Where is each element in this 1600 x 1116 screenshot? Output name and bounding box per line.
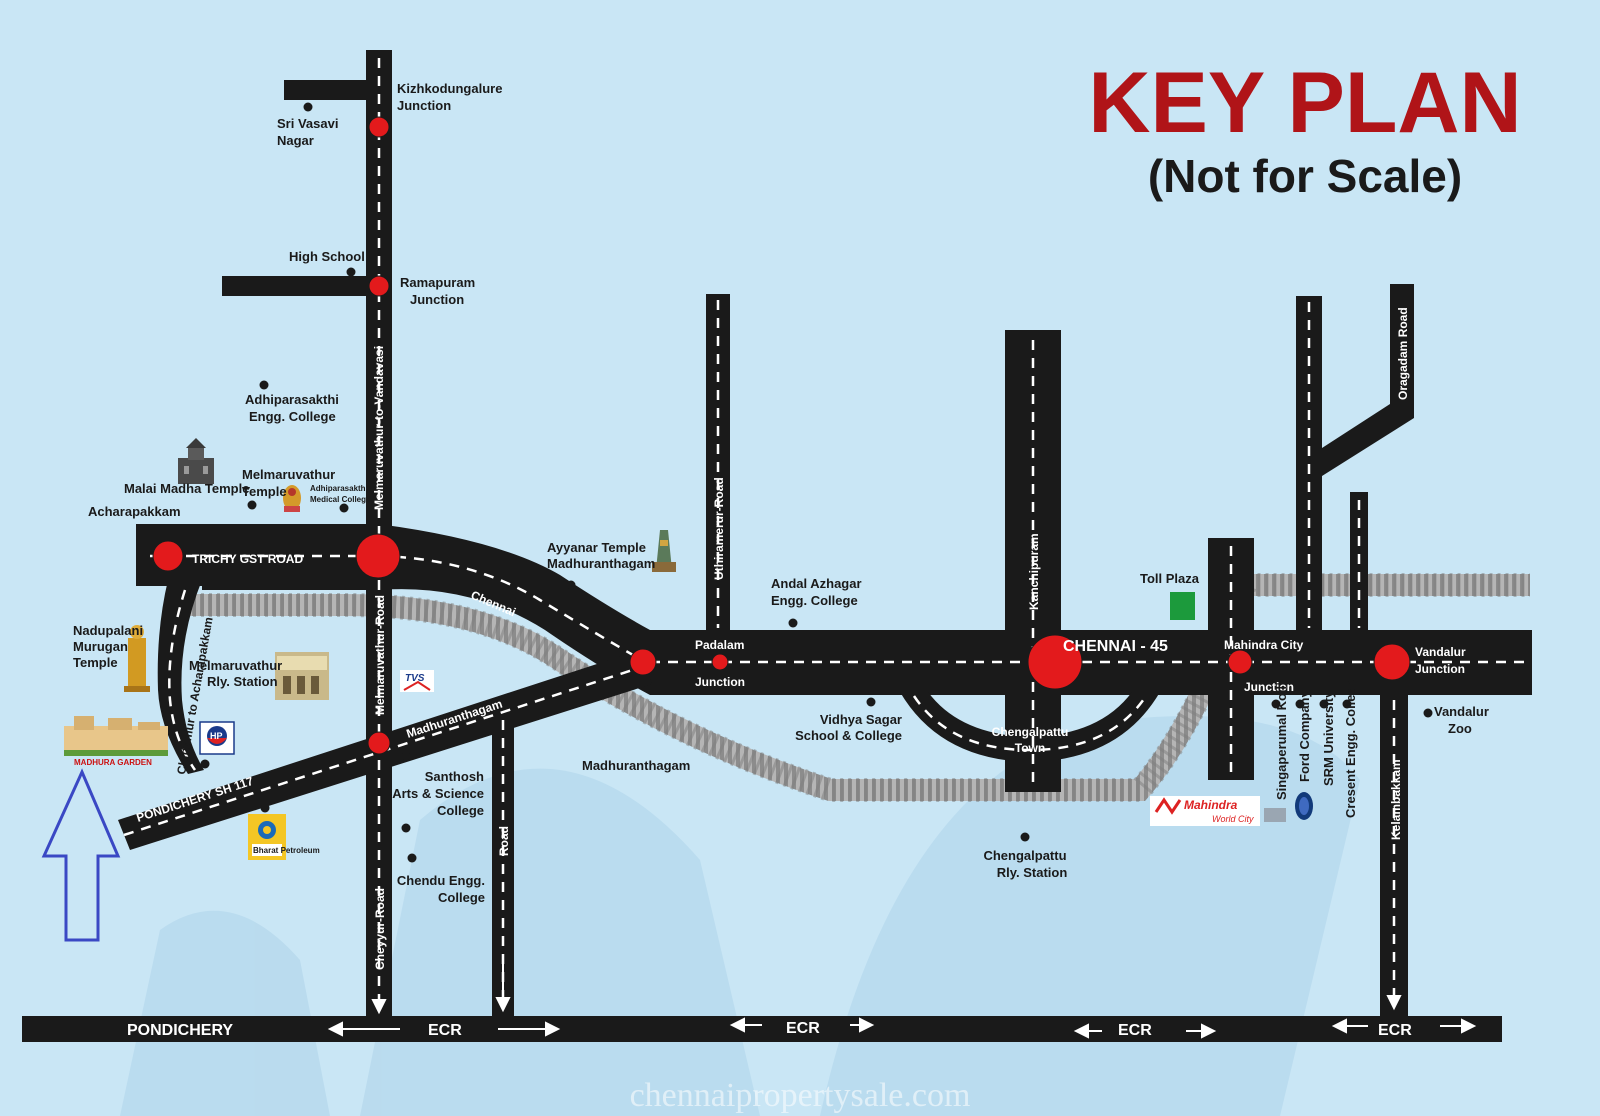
label-madhura-garden: MADHURA GARDEN [74,758,152,767]
bharat-petroleum-logo-icon: Bharat Petroleum [248,814,320,860]
label-madhuranthagam-town: Madhuranthagam [582,758,690,773]
label-uthiramerur-road: Uthiramerur-Road [712,477,726,580]
temple-church-icon [178,438,214,484]
label-mahindra-junction: Junction [1244,680,1294,694]
junction-madhuranthagam [367,731,391,755]
label-ecr-2: ECR [786,1020,820,1037]
hp-logo-icon: HP [199,721,235,755]
toll-plaza-marker [1170,592,1195,620]
label-cresent-engg-college: Cresent Engg. College [1343,679,1358,818]
label-pondichery: PONDICHERY [127,1022,233,1039]
label-toll-plaza: Toll Plaza [1140,571,1200,586]
junction-vandalur [1373,643,1411,681]
label-trichy-gst-road: TRICHY GST ROAD [192,552,303,566]
label-singaperumal-koil: Singaperumal Koil [1274,686,1289,800]
svg-text:HP: HP [210,731,223,741]
murugan-statue-icon [124,625,150,692]
road-centerlines [123,58,1528,1008]
junction-kizhkodungalure [368,116,390,138]
label-ecr-3: ECR [1118,1022,1152,1039]
key-plan-title: KEY PLAN [1088,55,1521,151]
mahindra-world-city-logo-icon: Mahindra World City [1150,796,1286,826]
svg-text:TVS: TVS [405,673,425,684]
ford-logo-icon [1295,792,1313,820]
road-kelambakkam [1380,694,1408,1018]
junction-ramapuram [368,275,390,297]
label-chennai-45: CHENNAI - 45 [1063,638,1168,655]
road-chittamur [157,580,204,774]
label-malai-madha-temple: Malai Madha Temple [124,481,249,496]
junction-padalam [711,653,729,671]
label-acharapakkam: Acharapakkam [88,504,181,519]
road-kizhkodungalure-stub [284,80,368,100]
road-oragadam [1322,284,1414,476]
junction-madhuranthagam-split [629,648,657,676]
temple-idol-icon [283,485,301,512]
label-kelambakkam-road: Kelambakkam [1389,759,1403,840]
svg-text:Mahindra: Mahindra [1184,798,1238,812]
railway-station-icon [275,652,329,700]
label-padalam-junction: Junction [695,675,745,689]
label-ecr-4: ECR [1378,1022,1412,1039]
road-ramapuram-stub [222,276,368,296]
label-road: Road [497,826,511,856]
road-trichy-gst [136,524,1532,695]
label-cheyyur-road: Cheyyur-Road [373,888,387,970]
label-chendu-college: Chendu Engg.College [397,873,485,905]
label-ford-company: Ford Company [1297,690,1312,782]
label-srm-university: SRM University [1321,690,1336,786]
label-padalam: Padalam [695,638,744,652]
label-melmaruvathur-road: Melmaruvathur-Road [373,595,387,715]
site-direction-arrow-icon [41,768,121,942]
ecr-arrows [327,960,1477,1039]
label-high-school: High School [289,249,365,264]
svg-text:Bharat Petroleum: Bharat Petroleum [253,846,320,855]
junction-melmaruvathur [355,533,401,579]
label-kanchipuram-road: Kanchipuram [1027,533,1041,610]
tvs-logo-icon: TVS [400,670,434,692]
watermark-text: chennaipropertysale.com [630,1077,971,1114]
not-for-scale-subtitle: (Not for Scale) [1148,150,1462,202]
label-mahindra-city: Mahindra City [1224,638,1304,652]
svg-text:World City: World City [1212,814,1254,824]
label-oragadam-road: Oragadam Road [1396,307,1410,400]
junction-mahindra-city [1227,649,1253,675]
label-melmaruvathur-vandavasi: Melmaruvathur-to-Vandavasi [372,346,386,510]
madhura-garden-icon [64,716,168,756]
temple-gopuram-icon [652,530,676,572]
railway-line [185,573,1530,802]
label-ecr-1: ECR [428,1022,462,1039]
road-chengalpattu-loop [900,692,1160,762]
poi-dots [200,102,1433,863]
junction-markers [152,116,1411,755]
road-ecr [22,1016,1502,1042]
junction-chengalpattu [1027,634,1083,690]
junction-acharapakkam [152,540,184,572]
